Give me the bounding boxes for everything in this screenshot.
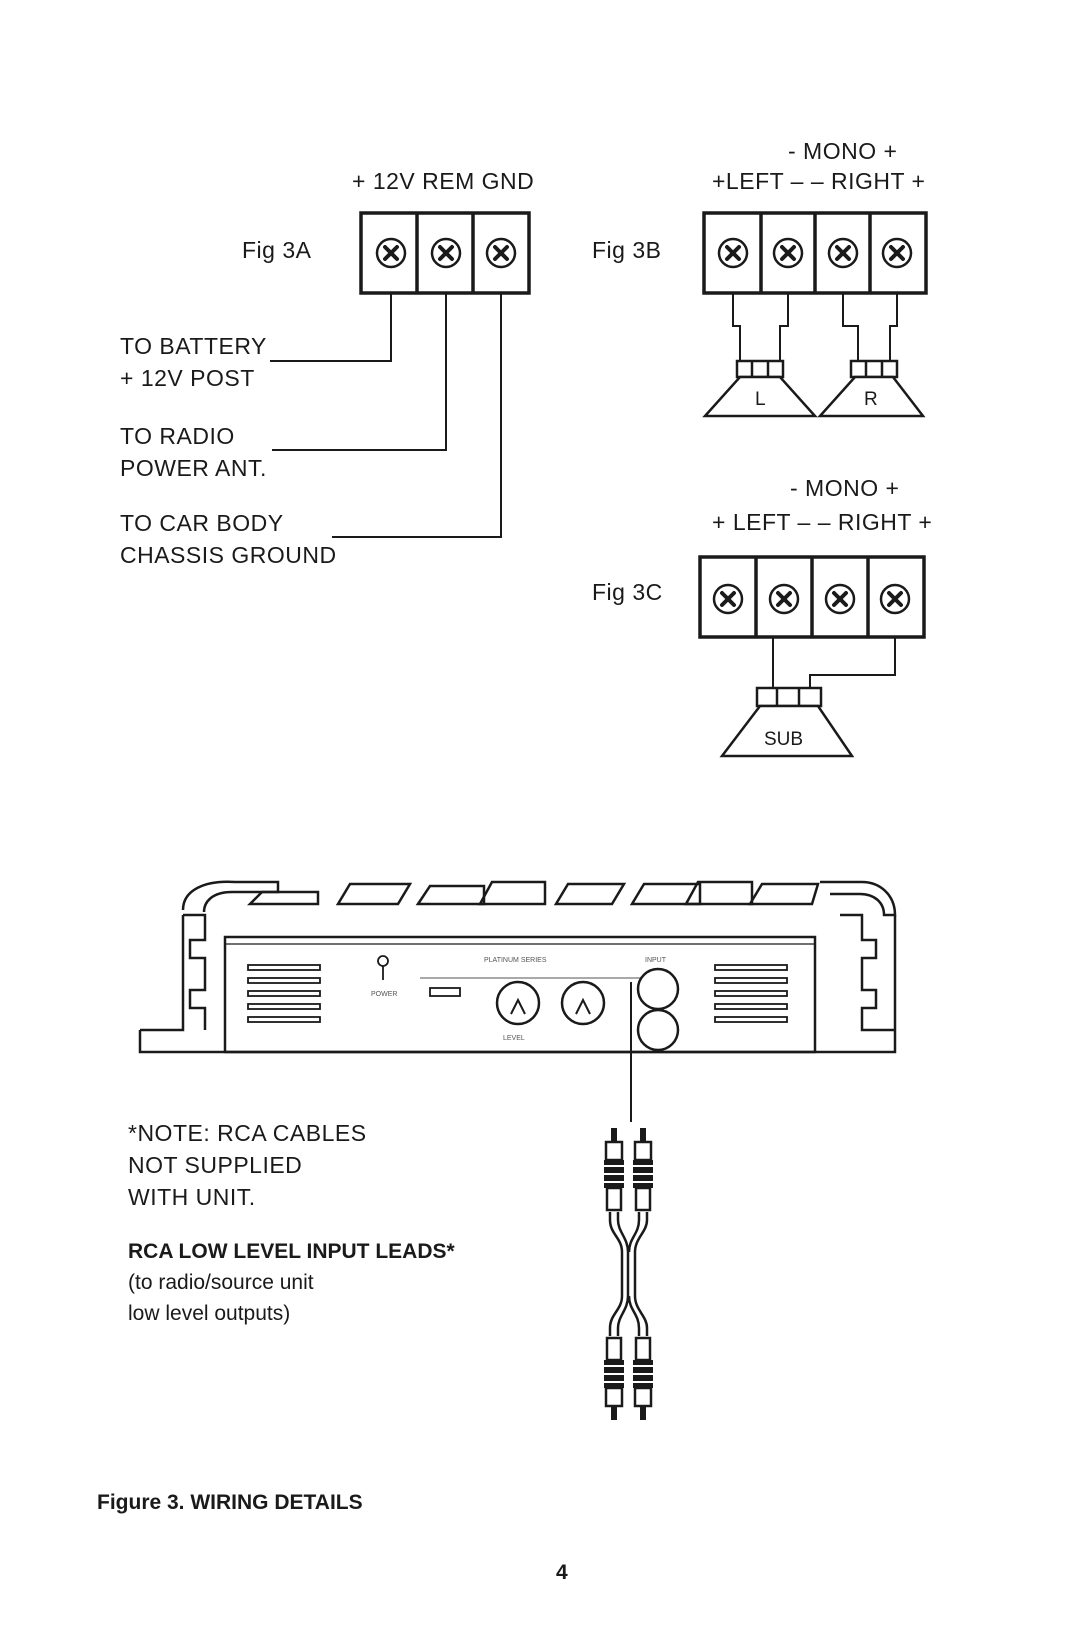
fig3c-right-minus-screw-icon [824,583,856,615]
fig3a-terminal-block [359,211,531,295]
fig-3c: - MONO + + LEFT – – RIGHT + Fig 3C SUB [592,475,932,758]
rca-desc-1: (to radio/source unit [128,1271,314,1294]
fig3c-left-plus-screw-icon [712,583,744,615]
rca-input-jacks-icon [636,967,680,1052]
power-led-icon [377,955,389,980]
radio-label-1: TO RADIO [120,423,235,449]
fig-3a: + 12V REM GND Fig 3A TO BATTERY + 12V PO… [120,168,534,568]
input-label: INPUT [645,957,667,964]
speaker-right-label: R [864,389,878,410]
fig3a-caption: Fig 3A [242,237,312,263]
rca-cable-icon [602,1126,655,1422]
series-label: PLATINUM SERIES [484,957,547,964]
amplifier-illustration: POWER PLATINUM SERIES LEVEL INPUT [138,880,897,1054]
speaker-sub-icon [719,686,855,758]
fig3b-right-minus-screw-icon [827,237,859,269]
level-knob-icon [495,980,541,1026]
speaker-left-label: L [755,389,766,410]
note-line-3: WITH UNIT. [128,1184,256,1210]
fig3c-left-minus-screw-icon [768,583,800,615]
fig3c-channel-header: + LEFT – – RIGHT + [712,509,932,535]
right-vent-icon [714,964,788,1023]
speaker-sub-label: SUB [764,729,803,750]
fig3b-terminal-block [702,211,928,295]
fig-3b: - MONO + +LEFT – – RIGHT + Fig 3B L [592,138,928,418]
fig3b-right-plus-screw-icon [881,237,913,269]
radio-label-2: POWER ANT. [120,455,267,481]
power-label: POWER [371,991,397,998]
fig3c-mono-header: - MONO + [790,475,899,501]
second-knob-icon [560,980,606,1026]
battery-label-2: + 12V POST [120,365,255,391]
fig3b-mono-header: - MONO + [788,138,897,164]
ground-label-1: TO CAR BODY [120,510,284,536]
left-vent-icon [247,964,321,1023]
fuse-icon [429,987,461,997]
note-line-2: NOT SUPPLIED [128,1152,302,1178]
note-line-1: *NOTE: RCA CABLES [128,1120,367,1146]
figure-caption: Figure 3. WIRING DETAILS [97,1491,363,1514]
speaker-right-icon [817,359,926,418]
fig3b-channel-header: +LEFT – – RIGHT + [712,168,925,194]
speaker-left-icon [702,359,818,418]
rca-desc-2: low level outputs) [128,1302,290,1325]
terminal-gnd-screw-icon [485,237,517,269]
rca-title: RCA LOW LEVEL INPUT LEADS* [128,1240,456,1263]
fig3c-right-plus-screw-icon [879,583,911,615]
fig3c-terminal-block [698,555,926,639]
fig3b-caption: Fig 3B [592,237,661,263]
ground-label-2: CHASSIS GROUND [120,542,337,568]
level-label: LEVEL [503,1035,525,1042]
battery-label-1: TO BATTERY [120,333,267,359]
fig3b-left-minus-screw-icon [772,237,804,269]
terminal-rem-screw-icon [430,237,462,269]
fig3c-caption: Fig 3C [592,579,663,605]
fig3a-terminal-header: + 12V REM GND [352,168,534,194]
terminal-12v-screw-icon [375,237,407,269]
fig3b-left-plus-screw-icon [717,237,749,269]
page-number: 4 [556,1561,568,1584]
